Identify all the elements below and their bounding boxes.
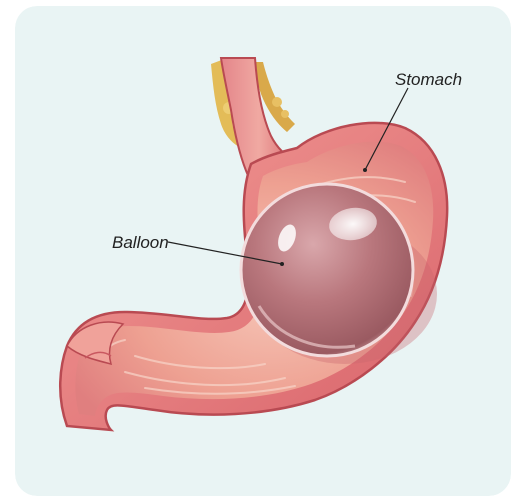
balloon-illustration	[241, 184, 413, 356]
balloon-label: Balloon	[112, 234, 169, 251]
illustration-card: Stomach Balloon	[15, 6, 511, 496]
stomach-leader-dot	[363, 168, 367, 172]
balloon-leader-dot	[280, 262, 284, 266]
stomach-label: Stomach	[395, 71, 462, 88]
